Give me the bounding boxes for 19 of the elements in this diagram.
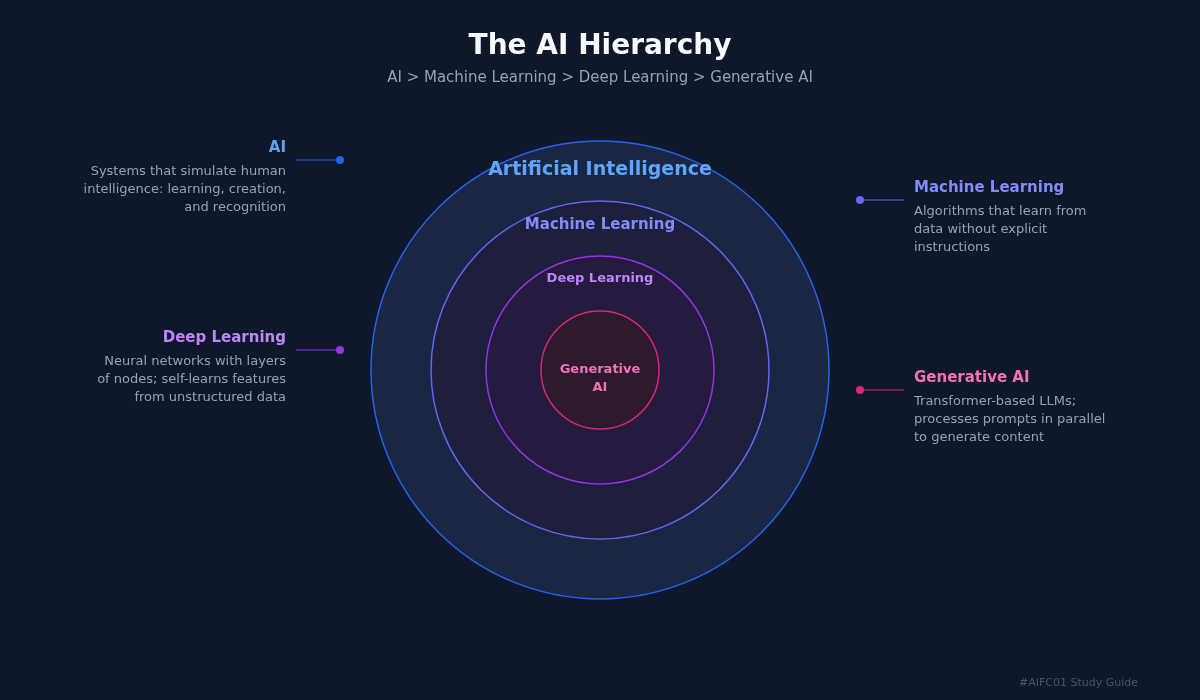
annotation-text: Systems that simulate human intelligence: learning, creation, and recognition bbox=[82, 162, 286, 216]
footer-text: #AIFC01 Study Guide bbox=[1018, 676, 1138, 690]
circle-label: Generative AI bbox=[558, 360, 642, 396]
diagram-title: The AI Hierarchy bbox=[468, 28, 732, 62]
leader-line bbox=[295, 156, 344, 164]
subtitle: AI > Machine Learning > Deep Learning > Generative AI bbox=[387, 68, 813, 86]
annotation-heading: Machine Learning bbox=[914, 177, 1065, 197]
circle-label: Deep Learning bbox=[546, 269, 654, 287]
annotation-heading: Generative AI bbox=[914, 367, 1030, 387]
annotation-heading: Deep Learning bbox=[162, 327, 286, 347]
annotation-text: Neural networks with layers of nodes; self-learns features from unstructured data bbox=[96, 352, 286, 406]
annotation-heading: AI bbox=[268, 137, 286, 157]
circle-label: Artificial Intelligence bbox=[488, 156, 712, 181]
leader-line bbox=[856, 386, 905, 394]
leader-line bbox=[856, 196, 905, 204]
leader-line bbox=[295, 346, 344, 354]
annotation-text: Algorithms that learn from data without explicit instructions bbox=[914, 202, 1088, 256]
circle-label: Machine Learning bbox=[524, 214, 676, 235]
annotation-text: Transformer-based LLMs; processes prompts in parallel to generate content bbox=[914, 392, 1107, 446]
